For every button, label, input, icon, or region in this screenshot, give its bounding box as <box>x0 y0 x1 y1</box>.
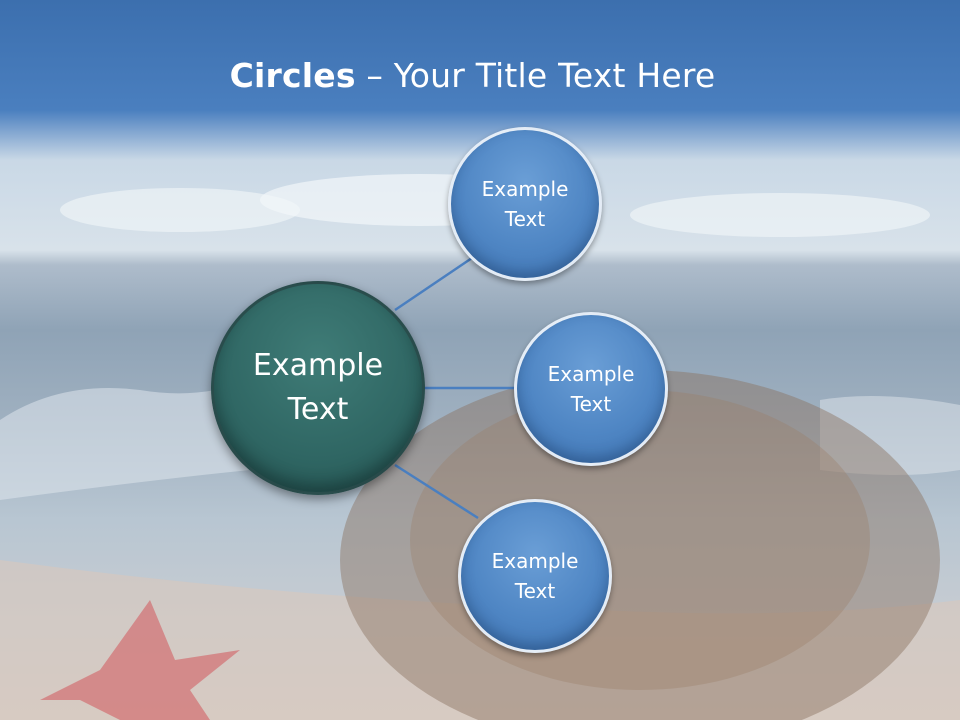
center-circle-line2: Text <box>287 392 349 427</box>
outer-circle-middle: Example Text <box>514 312 668 466</box>
connector-bottom <box>394 463 479 520</box>
outer-circle-top: Example Text <box>448 127 602 281</box>
outer-circle-bottom: Example Text <box>458 499 612 653</box>
outer-circle-line2: Text <box>570 392 612 416</box>
outer-circle-line1: Example <box>547 362 635 386</box>
title-rest: – Your Title Text Here <box>355 56 716 95</box>
center-circle: Example Text <box>211 281 425 495</box>
outer-circle-line1: Example <box>481 177 569 201</box>
connector-top <box>394 256 473 312</box>
outer-circle-line2: Text <box>514 579 556 603</box>
slide-title: Circles – Your Title Text Here <box>0 56 945 95</box>
title-bold: Circles <box>229 56 356 95</box>
outer-circle-line1: Example <box>491 549 579 573</box>
center-circle-line1: Example <box>252 348 384 383</box>
outer-circle-line2: Text <box>504 207 546 231</box>
